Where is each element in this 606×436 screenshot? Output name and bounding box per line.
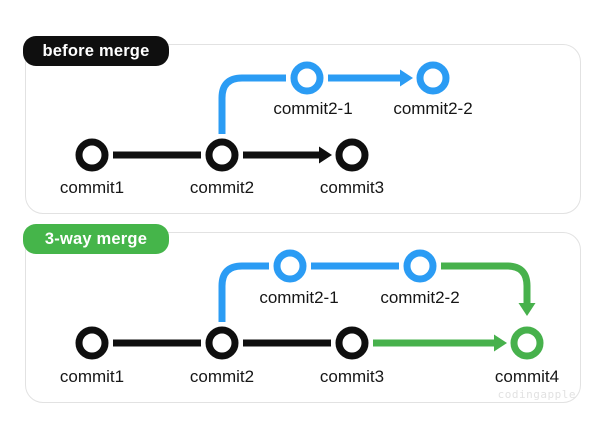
- commit-node-commit2-1: commit2-1: [273, 61, 353, 118]
- commit-node-commit2-2: commit2-2: [380, 249, 460, 307]
- commit-label: commit3: [320, 178, 384, 197]
- before-merge-badge: before merge: [23, 36, 169, 66]
- commit-node-commit1: commit1: [60, 326, 124, 386]
- commit-node-commit2-1: commit2-1: [259, 249, 339, 307]
- three-way-merge-badge: 3-way merge: [23, 224, 169, 254]
- commit-node-commit4: commit4: [495, 326, 559, 386]
- commit-label: commit1: [60, 178, 124, 197]
- commit-label: commit1: [60, 367, 124, 386]
- commit-node-commit1: commit1: [60, 138, 124, 197]
- commit-node-commit3: commit3: [320, 326, 384, 386]
- commit-label: commit2: [190, 178, 254, 197]
- commit-label: commit3: [320, 367, 384, 386]
- edge-commit2-to-commit2-1: [218, 74, 286, 134]
- commit-circle-icon: [335, 138, 369, 172]
- arrowhead-icon: [518, 303, 536, 316]
- edge-commit2-2-to-commit4: [441, 262, 536, 316]
- watermark: codingapple: [497, 388, 576, 401]
- commit-circle-icon: [75, 326, 109, 360]
- commit-circle-icon: [335, 326, 369, 360]
- arrowhead-icon: [400, 69, 413, 87]
- commit-node-commit2: commit2: [190, 138, 254, 197]
- commit-node-commit2: commit2: [190, 326, 254, 386]
- edge-commit2-1-to-commit2-2: [328, 69, 413, 87]
- edge-commit2-to-commit3: [243, 146, 332, 164]
- edge-commit3-to-commit4: [373, 334, 507, 352]
- commit-label: commit2-1: [259, 288, 338, 307]
- commit-node-commit2-2: commit2-2: [393, 61, 473, 118]
- commit-circle-icon: [290, 61, 324, 95]
- commit-circle-icon: [403, 249, 437, 283]
- edge-commit2-to-commit2-1: [218, 262, 269, 322]
- commit-label: commit2: [190, 367, 254, 386]
- commit-label: commit2-2: [380, 288, 459, 307]
- commit-node-commit3: commit3: [320, 138, 384, 197]
- commit-circle-icon: [510, 326, 544, 360]
- commit-label: commit4: [495, 367, 559, 386]
- commit-label: commit2-1: [273, 99, 352, 118]
- commit-circle-icon: [273, 249, 307, 283]
- arrowhead-icon: [494, 334, 507, 352]
- commit-circle-icon: [205, 326, 239, 360]
- commit-circle-icon: [416, 61, 450, 95]
- commit-circle-icon: [205, 138, 239, 172]
- arrowhead-icon: [319, 146, 332, 164]
- commit-label: commit2-2: [393, 99, 472, 118]
- commit-circle-icon: [75, 138, 109, 172]
